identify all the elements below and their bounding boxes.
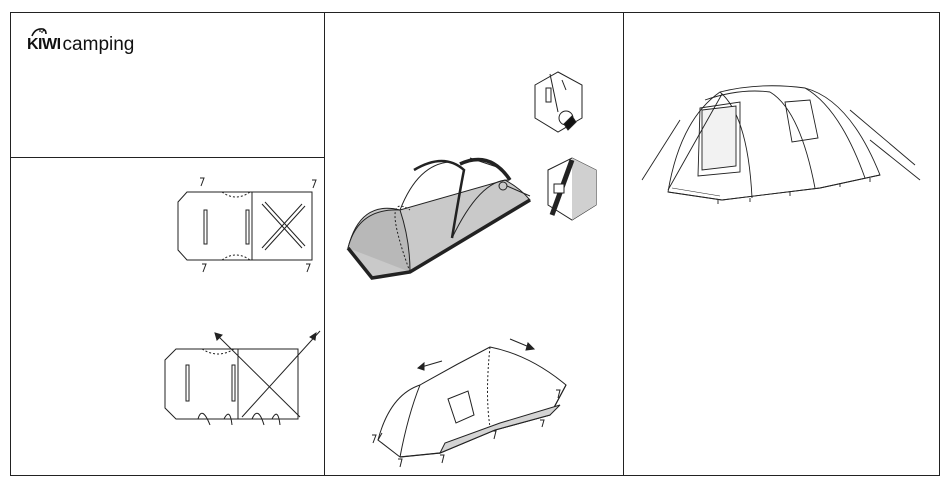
logo-mark: KIWI <box>27 36 61 54</box>
kiwi-bird-icon <box>31 27 47 37</box>
logo-wordmark: camping <box>63 34 135 56</box>
row-divider <box>10 157 324 158</box>
column-divider-2 <box>623 12 624 476</box>
tent-pitched-complete <box>640 80 925 205</box>
tent-inner-pole-assembly <box>340 60 620 290</box>
brand-logo: KIWI camping <box>27 34 134 56</box>
tent-footprint-pole-diagram <box>160 325 330 430</box>
tent-flysheet-tensioning <box>360 335 590 475</box>
tent-footprint-diagram <box>170 172 330 282</box>
